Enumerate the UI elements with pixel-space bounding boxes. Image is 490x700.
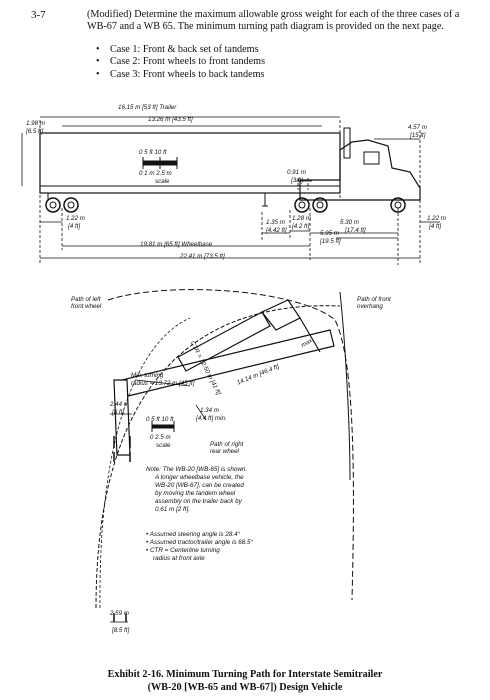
tractor-wb-ft-label: [19.5 ft]: [320, 238, 341, 245]
note-line: by moving the tandem wheel: [155, 490, 236, 497]
cab-ft-label: [17.4 ft]: [345, 227, 366, 234]
trailer-length-2-label: 13.26 m [43.5 ft]: [148, 116, 193, 123]
front-m-label: 1.22 m: [427, 215, 446, 222]
note-line: WB-20 [WB-67], can be created: [155, 482, 244, 489]
width-244m-label: 2.44 m: [110, 401, 129, 408]
scale2-ft-label: 0 5 ft 10 ft: [146, 416, 174, 423]
path-left-front-wheel: [95, 305, 341, 609]
case-list: Case 1: Front & back set of tandems Case…: [96, 44, 265, 82]
tractor-drawing: [294, 127, 421, 213]
width-259ft-label: [8.5 ft]: [112, 627, 130, 634]
dist-134m-label: 1.34 m: [200, 407, 219, 414]
path-left-front-wheel-label: Path of left front wheel: [71, 296, 102, 310]
scale2-word-label: scale: [156, 442, 171, 449]
fifth-wheel-m-label: 0.91 m: [287, 169, 306, 176]
front-overhang-m-label: 4.57 m: [408, 124, 427, 131]
assumption-line: • Assumed steering angle is 28.4°: [146, 531, 241, 538]
problem-text: (Modified) Determine the maximum allowab…: [87, 9, 460, 32]
dist-134ft-label: [4.4 ft] min.: [196, 415, 227, 422]
height-m-label: 1.98 m: [26, 120, 45, 127]
tandem-ft-label: [4.42 ft]: [266, 227, 287, 234]
fifth-wheel-ft-label: [3 ft]: [291, 177, 304, 184]
scale-m-label: 0 1 m 2.5 m: [139, 170, 172, 177]
assumption-line: • Assumed tractor/trailer angle is 68.5°: [146, 539, 254, 546]
trailer-length-label: 16.15 m [53 ft] Trailer: [118, 104, 177, 111]
front-overhang-ft-label: [15 ft]: [410, 132, 426, 139]
case-item-3: Case 3: Front wheels to back tandems: [96, 69, 265, 82]
tandem-m-label: 1.35 m: [266, 219, 285, 226]
note-line: A longer wheelbase vehicle, the: [155, 474, 244, 481]
scale-bar-top: [142, 157, 178, 169]
drive-tandem-ft-label: [4.2 ft]: [292, 223, 310, 230]
scale-bar-bottom: [151, 421, 175, 432]
rear-overhang-ft-label: [4 ft]: [68, 223, 81, 230]
note-line: Note: The WB-20 [WB-65] is shown.: [146, 466, 248, 473]
note-block: Note: The WB-20 [WB-65] is shown. A long…: [146, 466, 247, 514]
exhibit-caption-line-1: Exhibit 2-16. Minimum Turning Path for I…: [107, 669, 383, 680]
assumption-line: radius at front axle: [153, 555, 205, 562]
scale-word-label: scale: [155, 178, 170, 185]
tractor-wb-m-label: 5.95 m: [320, 230, 339, 237]
rear-tandem-marks: [113, 436, 131, 622]
note-line: assembly on the trailer back by: [155, 498, 242, 505]
min-radius-label: radius = 13.72 m [45 ft]: [131, 380, 195, 387]
case-item-1: Case 1: Front & back set of tandems: [96, 44, 265, 57]
assumptions-block: • Assumed steering angle is 28.4° • Assu…: [146, 531, 253, 563]
exhibit-caption-line-2: (WB-20 [WB-65 and WB-67]) Design Vehicle: [147, 682, 343, 693]
height-ft-label: [6.5 ft]: [26, 128, 44, 135]
assumption-line: • CTR = Centerline turning: [146, 547, 220, 554]
front-ft-label: [4 ft]: [429, 223, 442, 230]
cab-m-label: 5.30 m: [340, 219, 359, 226]
scale-ft-label: 0 5 ft 10 ft: [139, 149, 167, 156]
case-item-2: Case 2: Front wheels to front tandems: [96, 56, 265, 69]
path-front-overhang: [339, 291, 351, 481]
wheelbase-label: 19.81 m [65 ft] Wheelbase: [140, 241, 213, 248]
drive-tandem-m-label: 1.28 m: [292, 215, 311, 222]
path-right-rear-wheel-label: Path of right rear wheel: [210, 441, 244, 455]
width-244ft-label: [8 ft]: [112, 409, 125, 416]
problem-number: 3-7: [31, 9, 46, 21]
outer-arc: [107, 289, 354, 601]
rear-overhang-m-label: 1.22 m: [66, 215, 85, 222]
width-259m-label: 2.59 m: [110, 610, 129, 617]
path-front-overhang-label: Path of front overhang: [357, 296, 391, 310]
scale2-m-label: 0 2.5 m: [150, 434, 171, 441]
note-line: 0.61 m [2 ft].: [155, 506, 190, 513]
min-turning-label: Min. turning: [131, 372, 164, 379]
overall-length-label: 22.41 m [73.5 ft]: [180, 253, 225, 260]
